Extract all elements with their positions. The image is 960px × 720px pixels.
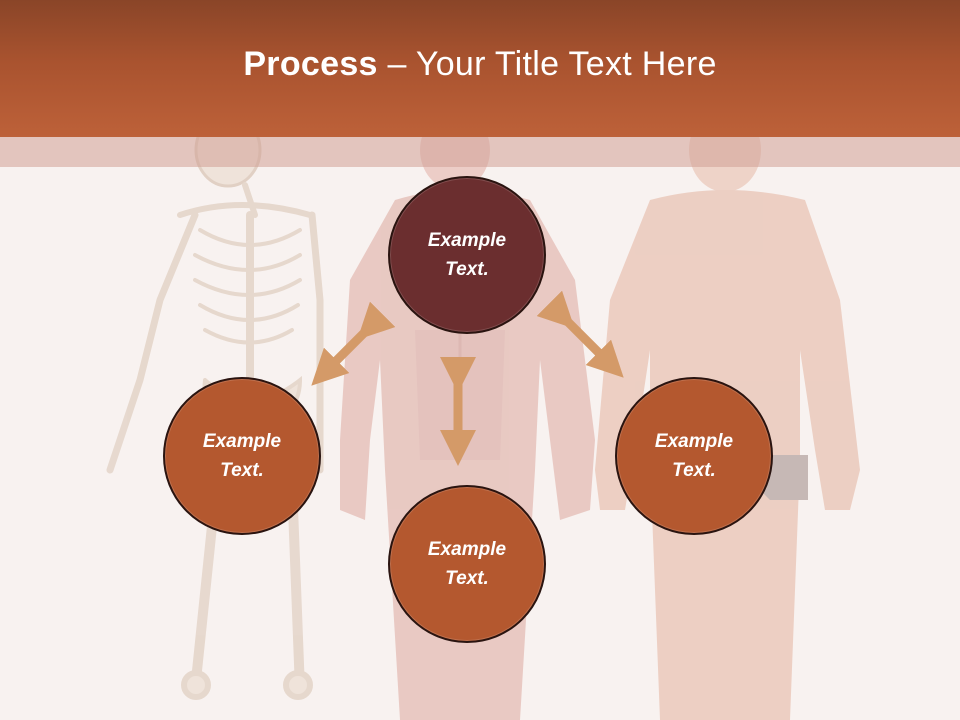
- title-bar: Process – Your Title Text Here: [0, 0, 960, 137]
- process-node-right[interactable]: Example Text.: [615, 377, 773, 535]
- header-shadow-band: [0, 137, 960, 167]
- node-top-text: Example Text.: [427, 230, 507, 280]
- node-bottom-text: Example Text.: [427, 539, 507, 589]
- node-left-text: Example Text.: [202, 431, 282, 481]
- process-node-bottom[interactable]: Example Text.: [388, 485, 546, 643]
- node-right-text: Example Text.: [654, 431, 734, 481]
- process-node-left[interactable]: Example Text.: [163, 377, 321, 535]
- slide-title[interactable]: Process – Your Title Text Here: [243, 45, 716, 84]
- process-node-top[interactable]: Example Text.: [388, 176, 546, 334]
- title-rest: – Your Title Text Here: [377, 45, 717, 83]
- title-bold: Process: [243, 45, 378, 83]
